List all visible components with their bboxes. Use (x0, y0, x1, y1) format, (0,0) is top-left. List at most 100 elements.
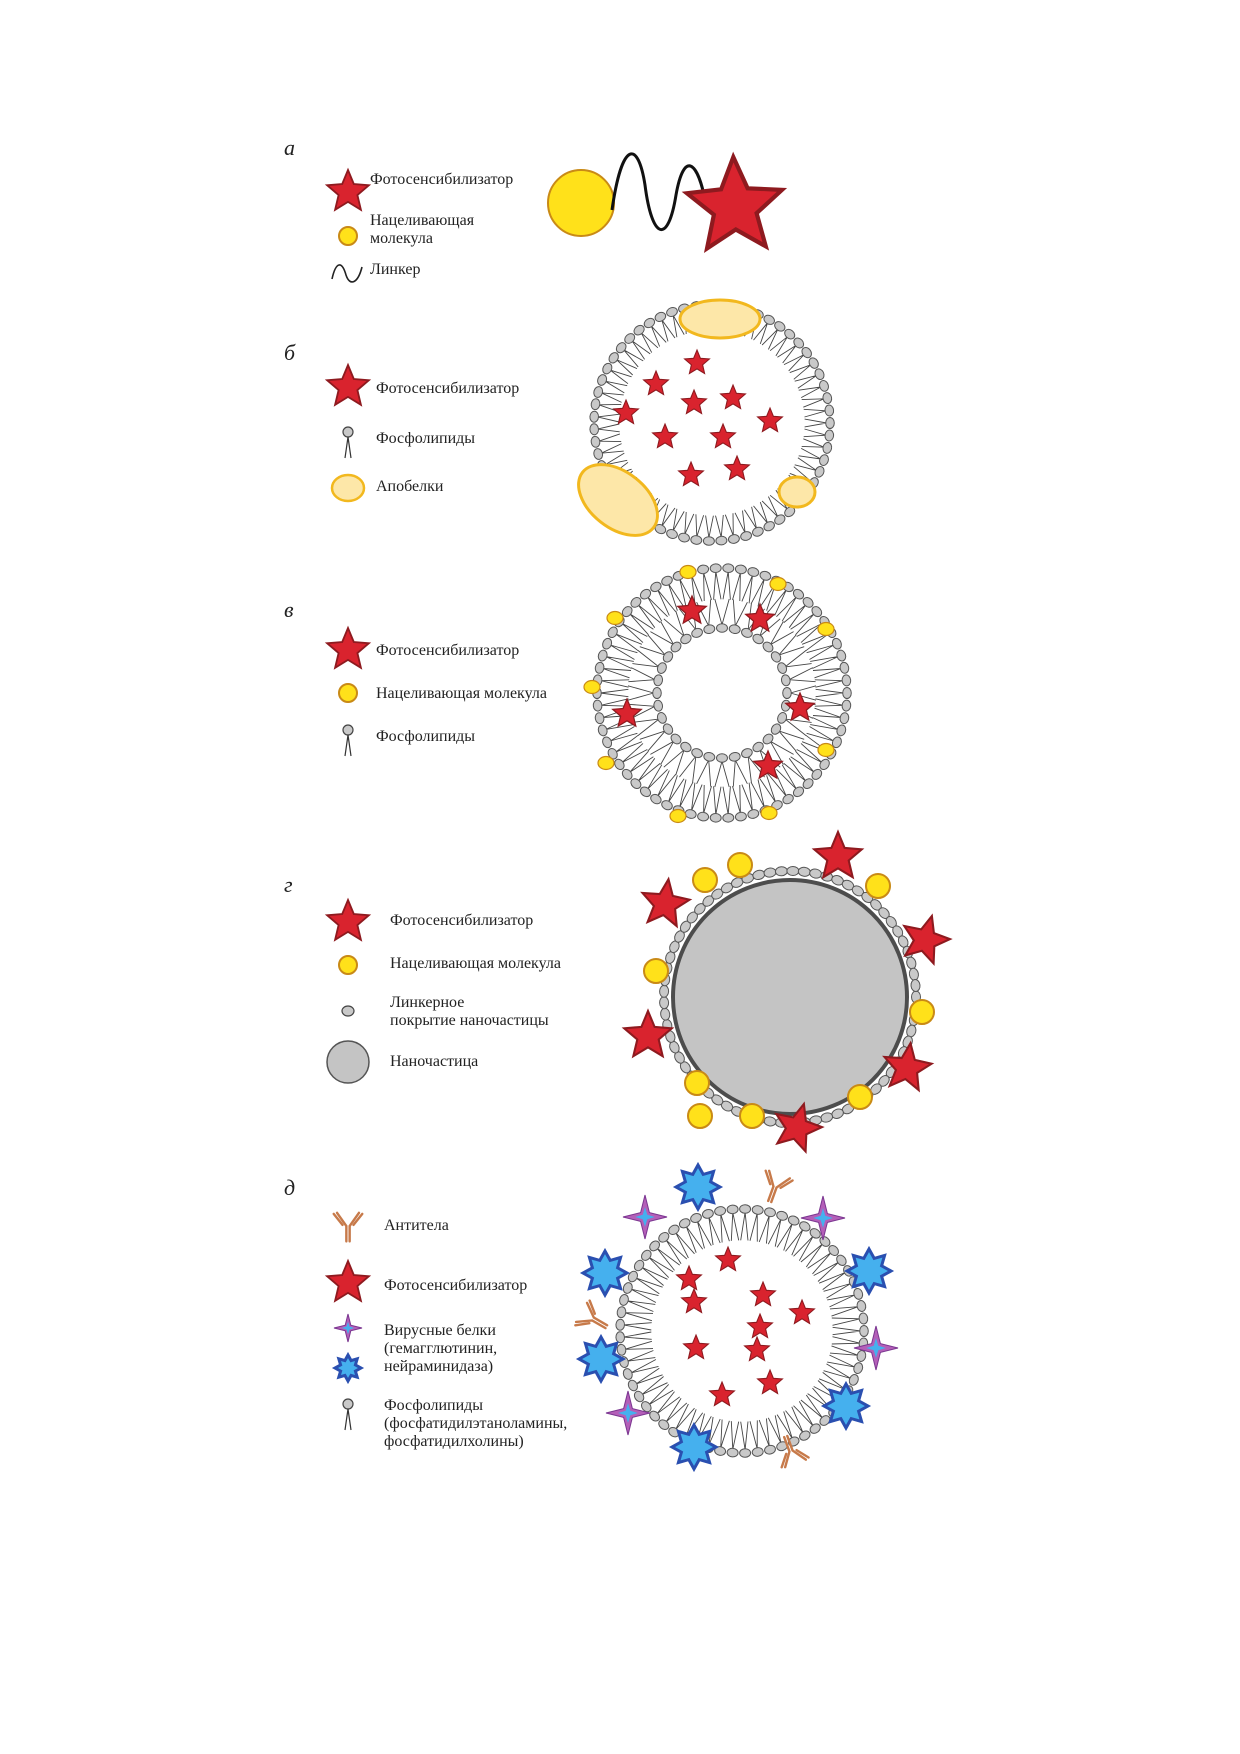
lipid-head (819, 380, 829, 392)
surface-photosensitizer (882, 1040, 935, 1093)
legend-label: Фосфолипиды (376, 430, 475, 447)
lipid-head (627, 1379, 638, 1392)
encapsulated-photosensitizer (708, 1380, 736, 1407)
membrane-photosensitizer (611, 697, 643, 728)
encapsulated-photosensitizer (642, 369, 670, 396)
lipid-head (770, 651, 782, 663)
lipid-head (792, 588, 805, 600)
lipid-head (639, 588, 652, 600)
linker-bead (910, 979, 921, 992)
antibody-light-chain (780, 1448, 810, 1469)
lipid-head (714, 1206, 727, 1216)
lipid-head (842, 687, 852, 699)
surface-antibody (574, 1299, 609, 1330)
lipid-head (752, 526, 764, 537)
legend-label: Линкер (370, 261, 420, 278)
lipid-head (728, 624, 741, 635)
legend-label: нейраминидаза) (384, 1358, 493, 1375)
lipid-head (656, 662, 667, 674)
lipid-head (763, 314, 775, 325)
lipid-head (809, 1228, 821, 1239)
lipid-head (662, 723, 674, 735)
lipid-head (622, 1282, 633, 1294)
linker-bead (763, 1116, 777, 1127)
legend-star-icon (324, 625, 372, 670)
legend-item: Фотосенсибилизатор (324, 167, 513, 212)
legend-viral-proteins-icon (331, 1313, 365, 1385)
lipid-head (831, 736, 842, 749)
legend-item: Фотосенсибилизатор (324, 625, 519, 670)
targeting-molecule (679, 564, 697, 580)
lipid-head (621, 768, 633, 780)
lipid-head (709, 813, 722, 823)
lipid-head (856, 1300, 867, 1312)
lipid-head (782, 793, 794, 805)
legend-nanoparticle-icon (326, 1040, 370, 1084)
lipid-head (649, 1240, 661, 1252)
lipid-head (589, 410, 599, 423)
encapsulated-photosensitizer (746, 1312, 774, 1339)
lipid-head (802, 778, 814, 790)
lipid-head (593, 448, 604, 460)
lipid-head (808, 357, 819, 369)
legend-phospholipid-icon (342, 724, 354, 757)
lipid-head (836, 1254, 847, 1266)
lipid-head (709, 563, 722, 573)
lipid-head (643, 317, 656, 329)
lipid-head (764, 1444, 776, 1455)
lipid-head (801, 346, 812, 359)
lipid-head (590, 435, 601, 448)
lipid-head (841, 674, 852, 687)
nanoparticle-core (671, 878, 909, 1116)
lipid-head (702, 536, 715, 546)
hemagglutinin-core (635, 1207, 655, 1227)
lipid-head (656, 712, 667, 724)
lipid-head (714, 1446, 727, 1456)
lipid-head (661, 800, 673, 811)
antibody-light-chain (332, 1212, 364, 1227)
legend-star-icon (324, 897, 372, 942)
linker-bead (774, 866, 788, 877)
liposome-diagram (583, 563, 852, 824)
legend-label: Нацеливающая (370, 212, 475, 229)
legend-item: Фосфолипиды (342, 724, 475, 757)
legend-label: Линкерное (390, 994, 464, 1011)
lipid-head (819, 1415, 831, 1426)
legend-star-icon (324, 167, 372, 212)
legend-label: Антитела (384, 1217, 449, 1234)
lipid-head (777, 712, 788, 724)
lipid-head (853, 1362, 864, 1374)
lipid-head (822, 392, 833, 405)
lipid-head (597, 724, 608, 737)
phospholipid-tails (344, 1408, 352, 1431)
lipid-head (811, 768, 823, 780)
lipid-head (774, 514, 786, 525)
membrane-photosensitizer (784, 691, 816, 722)
lipid-head (690, 535, 703, 545)
neuraminidase (672, 1161, 724, 1213)
lipid-head (615, 1318, 625, 1331)
lipid-head (653, 674, 664, 687)
lipid-head (602, 362, 613, 375)
neuraminidase (579, 1247, 631, 1299)
lipid-head (859, 1325, 869, 1337)
lipid-head (622, 1368, 633, 1380)
lipid-head (649, 1410, 661, 1422)
surface-photosensitizer (621, 1008, 675, 1059)
lipid-head (670, 641, 682, 653)
targeting-molecule (817, 742, 835, 758)
lipid-head (780, 674, 791, 687)
lipid-head (607, 747, 618, 760)
panel-letter: г (284, 872, 293, 897)
encapsulated-photosensitizer (788, 1298, 816, 1325)
lipid-head (630, 596, 642, 608)
encapsulated-photosensitizer (709, 422, 737, 449)
lipid-head (691, 748, 703, 759)
antibody-heavy-chain (574, 1301, 609, 1330)
lipid-head (607, 626, 618, 639)
lipid-head (722, 813, 735, 823)
